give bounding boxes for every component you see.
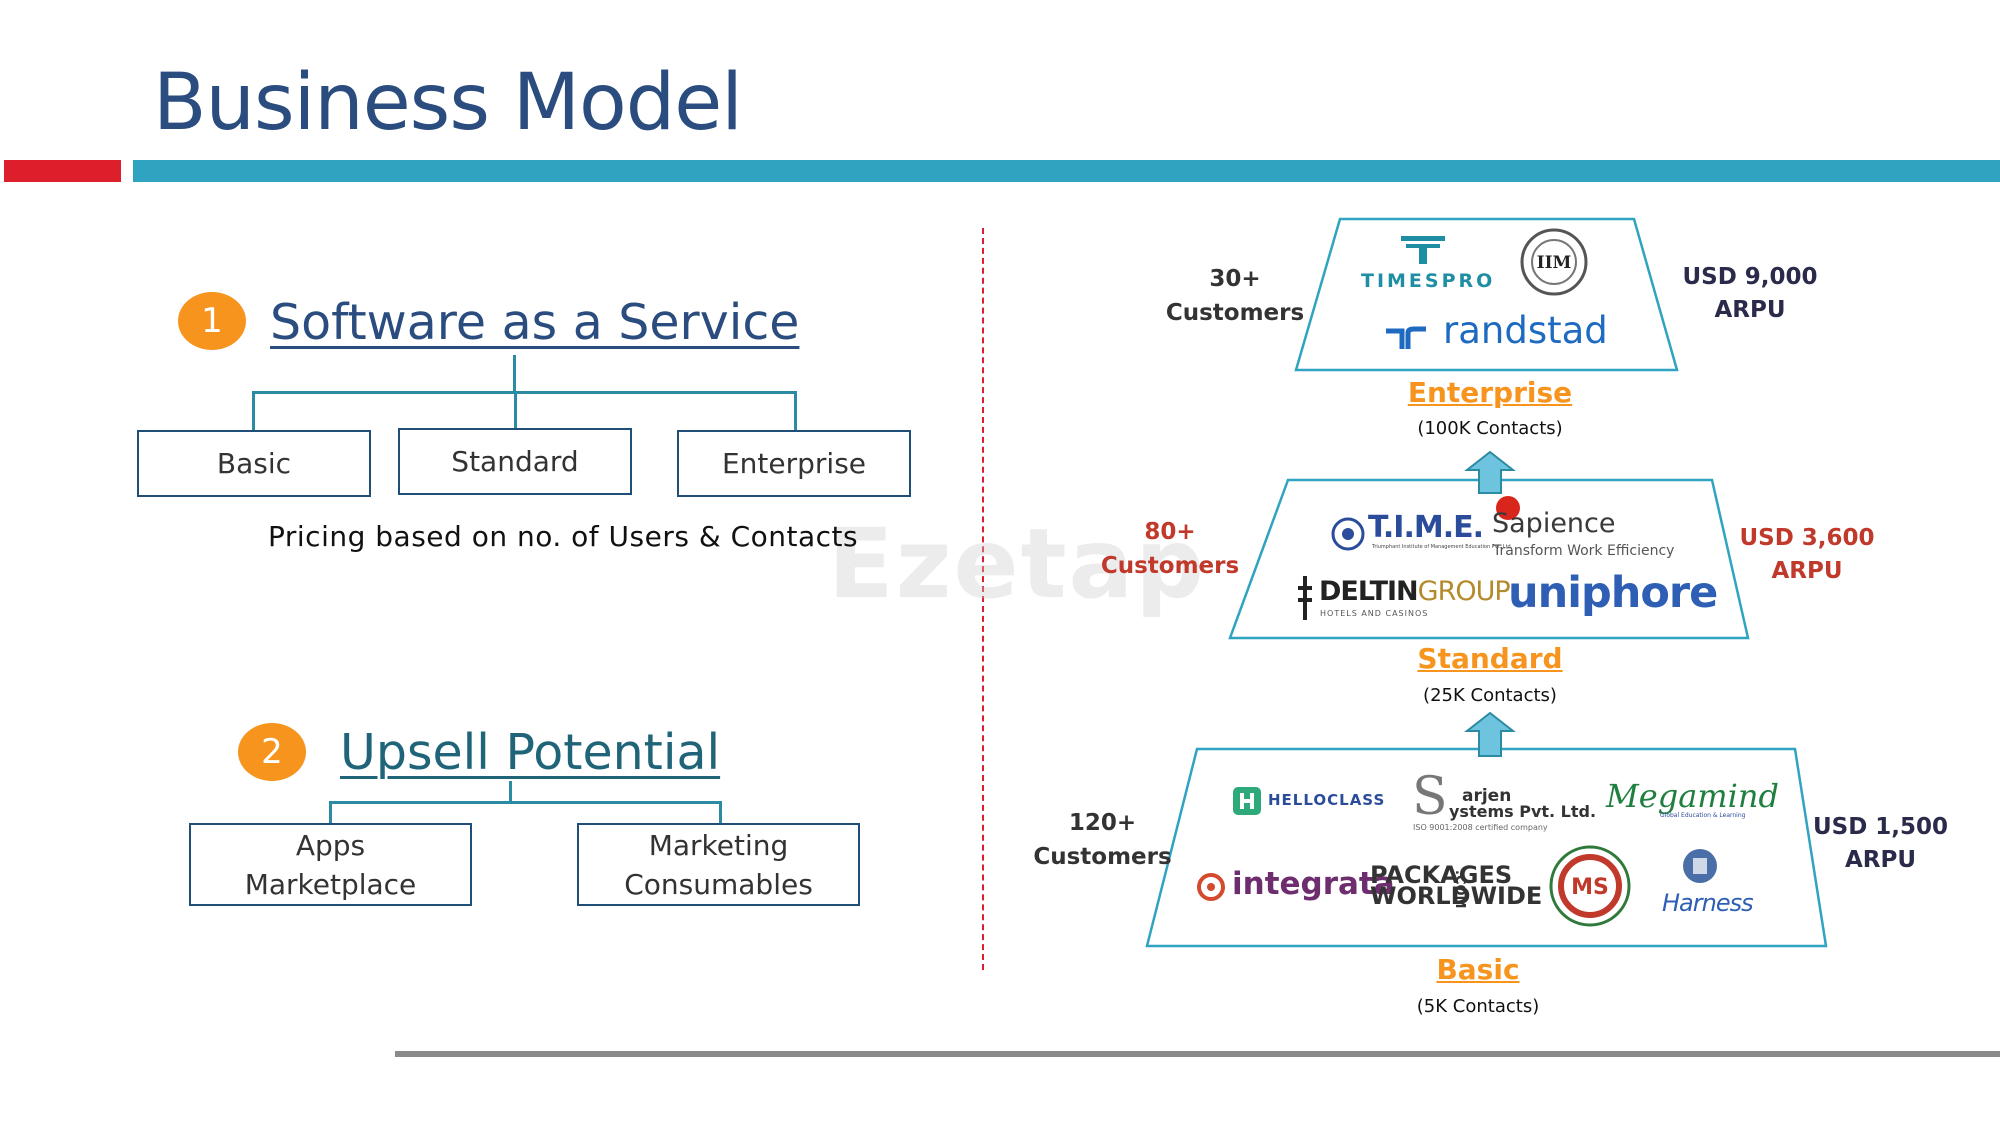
plan-enterprise: Enterprise <box>677 430 911 497</box>
basic-arpu-value: USD 1,500 <box>1812 814 1949 840</box>
harness-globe-icon <box>1680 846 1720 886</box>
watermark: Ezetap <box>828 508 1206 620</box>
logo-deltin-word: DELTIN <box>1319 576 1419 607</box>
enterprise-arpu-value: USD 9,000 <box>1682 264 1818 290</box>
page-title: Business Model <box>153 58 743 148</box>
integrata-icon <box>1196 872 1226 902</box>
sarjen-s-icon: S <box>1410 767 1450 827</box>
upsell-marketing-line2: Consumables <box>624 867 813 901</box>
enterprise-customers-count: 30+ <box>1209 266 1261 292</box>
upsell-apps-line1: Apps <box>295 828 366 862</box>
logo-time: T.I.M.E. <box>1368 510 1484 545</box>
ms-seal-text: MS <box>1571 875 1609 900</box>
helloclass-icon <box>1233 787 1261 815</box>
basic-arpu: USD 1,500 ARPU <box>1808 811 1953 877</box>
standard-customers-label: Customers <box>1100 553 1240 579</box>
time-emblem-icon <box>1331 517 1365 551</box>
saas-connector-trunk <box>513 355 516 391</box>
logo-helloclass: HELLOCLASS <box>1268 791 1386 809</box>
logo-packages-line2: WORLDWIDE <box>1370 882 1543 910</box>
randstad-icon <box>1382 321 1430 351</box>
logo-deltin: DELTINGROUP <box>1319 576 1511 607</box>
saas-heading: Software as a Service <box>270 294 800 351</box>
saas-connector-enterprise <box>794 391 797 431</box>
standard-arpu: USD 3,600 ARPU <box>1737 522 1877 588</box>
logo-sarjen: arjen <box>1462 786 1512 806</box>
logo-packages-line1: PACKAGES <box>1370 861 1513 889</box>
logo-packages-com: .COM <box>1452 870 1467 909</box>
plan-basic: Basic <box>137 430 371 497</box>
saas-connector-basic <box>252 391 255 431</box>
standard-customers-count: 80+ <box>1144 519 1196 545</box>
upsell-apps-marketplace: Apps Marketplace <box>189 823 472 906</box>
standard-arpu-value: USD 3,600 <box>1739 525 1875 551</box>
saas-number-badge: 1 <box>178 292 246 350</box>
footer-rule <box>395 1051 2000 1057</box>
logo-megamind: Megamind <box>1606 777 1779 815</box>
logo-packages: PACKAGES WORLDWIDE <box>1370 861 1543 910</box>
upsell-connector-trunk <box>509 781 512 802</box>
enterprise-customers: 30+ Customers <box>1165 262 1305 330</box>
saas-connector-bar <box>252 391 797 394</box>
upsell-connector-bar <box>329 801 722 804</box>
upsell-number-badge: 2 <box>238 723 306 781</box>
logo-deltin-sub: HOTELS AND CASINOS <box>1320 609 1429 618</box>
upsell-connector-marketing <box>719 801 722 824</box>
standard-contacts: (25K Contacts) <box>1423 685 1557 706</box>
upsell-connector-apps <box>329 801 332 824</box>
basic-customers: 120+ Customers <box>1030 806 1175 874</box>
arrow-up-icon <box>1464 711 1516 757</box>
logo-randstad: randstad <box>1443 309 1608 352</box>
logo-timespro: TIMESPRO <box>1361 270 1496 292</box>
plan-standard: Standard <box>398 428 632 495</box>
basic-customers-label: Customers <box>1033 844 1172 870</box>
section-divider <box>982 228 984 970</box>
deltin-emblem-icon <box>1298 576 1312 620</box>
standard-trapezoid <box>1228 478 1750 640</box>
timespro-icon <box>1398 234 1448 264</box>
logo-megamind-sub: Global Education & Learning <box>1660 812 1746 819</box>
header-accent-teal <box>133 160 2000 182</box>
sapience-dot-icon <box>1495 495 1521 521</box>
upsell-apps-line2: Marketplace <box>244 867 417 901</box>
ms-seal-icon: MS <box>1549 845 1631 927</box>
pricing-note: Pricing based on no. of Users & Contacts <box>268 520 859 553</box>
upsell-marketing-consumables: Marketing Consumables <box>577 823 860 906</box>
header-accent-red <box>4 160 121 182</box>
logo-integrata: integrata <box>1232 866 1395 902</box>
saas-connector-standard <box>514 391 517 429</box>
iim-seal-text: IIM <box>1537 253 1572 273</box>
upsell-heading: Upsell Potential <box>340 724 721 781</box>
enterprise-tier-label: Enterprise <box>1407 376 1573 409</box>
standard-customers: 80+ Customers <box>1100 515 1240 583</box>
logo-sarjen-2: ystems Pvt. Ltd. <box>1449 802 1597 821</box>
basic-arpu-label: ARPU <box>1844 847 1917 873</box>
logo-deltin-group: GROUP <box>1417 576 1511 607</box>
logo-sapience: Sapience <box>1492 508 1616 539</box>
basic-tier-label: Basic <box>1436 953 1520 986</box>
svg-text:S: S <box>1412 768 1448 824</box>
iim-seal-icon: IIM <box>1519 227 1589 297</box>
basic-trapezoid <box>1145 747 1828 948</box>
enterprise-contacts: (100K Contacts) <box>1417 418 1563 439</box>
logo-time-sub: Triumphant Institute of Management Educa… <box>1372 544 1513 550</box>
upsell-marketing-line1: Marketing <box>648 828 789 862</box>
basic-contacts: (5K Contacts) <box>1416 996 1540 1017</box>
standard-arpu-label: ARPU <box>1771 558 1843 584</box>
logo-harness: Harness <box>1662 889 1754 917</box>
logo-sarjen-sub: ISO 9001:2008 certified company <box>1413 823 1548 832</box>
standard-tier-label: Standard <box>1417 642 1563 675</box>
logo-sapience-sub: Transform Work Efficiency <box>1493 543 1675 559</box>
logo-uniphore: uniphore <box>1508 568 1718 618</box>
arrow-up-icon <box>1464 450 1516 494</box>
basic-customers-count: 120+ <box>1068 810 1137 836</box>
enterprise-customers-label: Customers <box>1165 300 1305 326</box>
enterprise-arpu: USD 9,000 ARPU <box>1680 261 1820 327</box>
enterprise-arpu-label: ARPU <box>1714 297 1786 323</box>
